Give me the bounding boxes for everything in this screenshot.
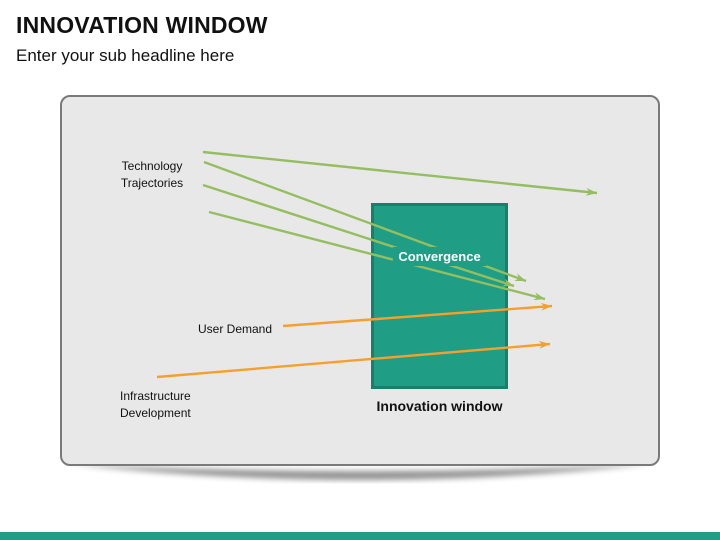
user-demand-label: User Demand xyxy=(197,322,273,336)
technology-label-line1: Technology xyxy=(121,159,183,173)
technology-label-line2: Trajectories xyxy=(120,176,184,190)
technology-trajectories-label: Technology Trajectories xyxy=(92,158,212,192)
infrastructure-label-line1: Infrastructure xyxy=(120,389,191,403)
slide-subtitle: Enter your sub headline here xyxy=(16,46,235,65)
infrastructure-label-line2: Development xyxy=(120,406,191,420)
innovation-window-caption: Innovation window xyxy=(376,398,503,414)
convergence-box: Convergence xyxy=(371,203,508,389)
infrastructure-development-label: Infrastructure Development xyxy=(120,388,230,422)
slide-footer-bar xyxy=(0,532,720,540)
slide-title: INNOVATION WINDOW xyxy=(16,12,268,38)
convergence-label: Convergence xyxy=(392,247,487,266)
